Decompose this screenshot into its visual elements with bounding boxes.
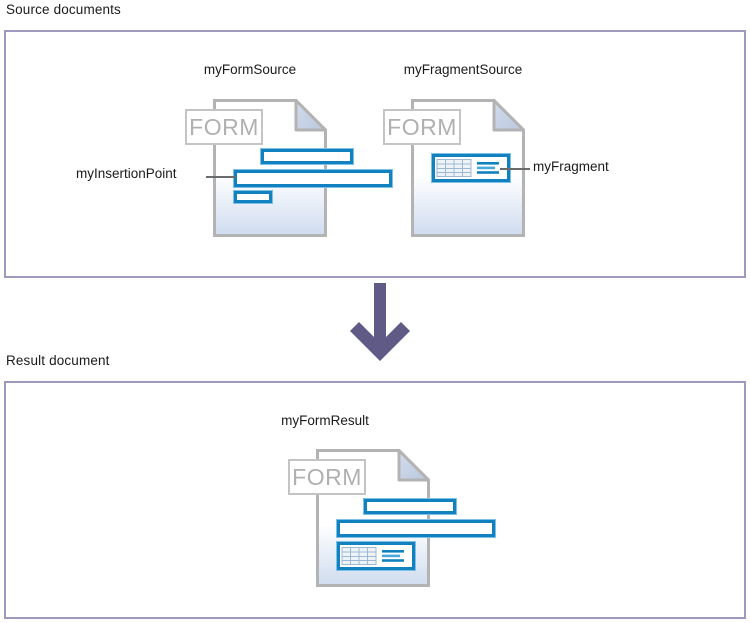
source-documents-panel bbox=[4, 30, 746, 278]
down-arrow bbox=[345, 283, 415, 363]
document-my-fragment-source: FORM bbox=[383, 98, 526, 238]
field-row-2 bbox=[234, 170, 392, 187]
source-documents-label: Source documents bbox=[6, 2, 121, 17]
form-watermark-text: FORM bbox=[387, 114, 457, 140]
fragment-contents bbox=[436, 159, 499, 177]
fragment-block bbox=[337, 542, 415, 570]
form-watermark-text: FORM bbox=[292, 464, 362, 490]
result-document-label: Result document bbox=[6, 353, 110, 368]
field-row-1 bbox=[261, 149, 353, 164]
fragment-text-lines bbox=[382, 550, 404, 562]
fragment-table-icon bbox=[436, 159, 472, 177]
field-row-2 bbox=[337, 520, 495, 537]
doc-title-my-form-source: myFormSource bbox=[203, 62, 297, 77]
document-my-form-result: FORM bbox=[288, 448, 495, 588]
form-watermark-text: FORM bbox=[189, 114, 259, 140]
fragment-block bbox=[432, 154, 510, 182]
field-row-1 bbox=[364, 499, 456, 514]
fragment-contents bbox=[341, 547, 404, 565]
form-watermark-box bbox=[185, 109, 263, 145]
document-my-form-source: FORM bbox=[185, 98, 392, 238]
insertion-point-rect bbox=[234, 191, 272, 203]
down-arrow-icon bbox=[350, 283, 410, 361]
fragment-table-icon bbox=[341, 547, 377, 565]
fragment-text-lines bbox=[477, 162, 499, 174]
form-watermark-box bbox=[383, 109, 461, 145]
callout-leader-my-insertion-point bbox=[206, 176, 236, 178]
doc-title-my-fragment-source: myFragmentSource bbox=[403, 62, 523, 77]
callout-label-my-insertion-point: myInsertionPoint bbox=[76, 166, 177, 181]
form-watermark-box bbox=[288, 459, 366, 495]
callout-leader-my-fragment bbox=[500, 168, 530, 170]
doc-title-my-form-result: myFormResult bbox=[281, 413, 369, 428]
callout-label-my-fragment: myFragment bbox=[533, 159, 609, 174]
